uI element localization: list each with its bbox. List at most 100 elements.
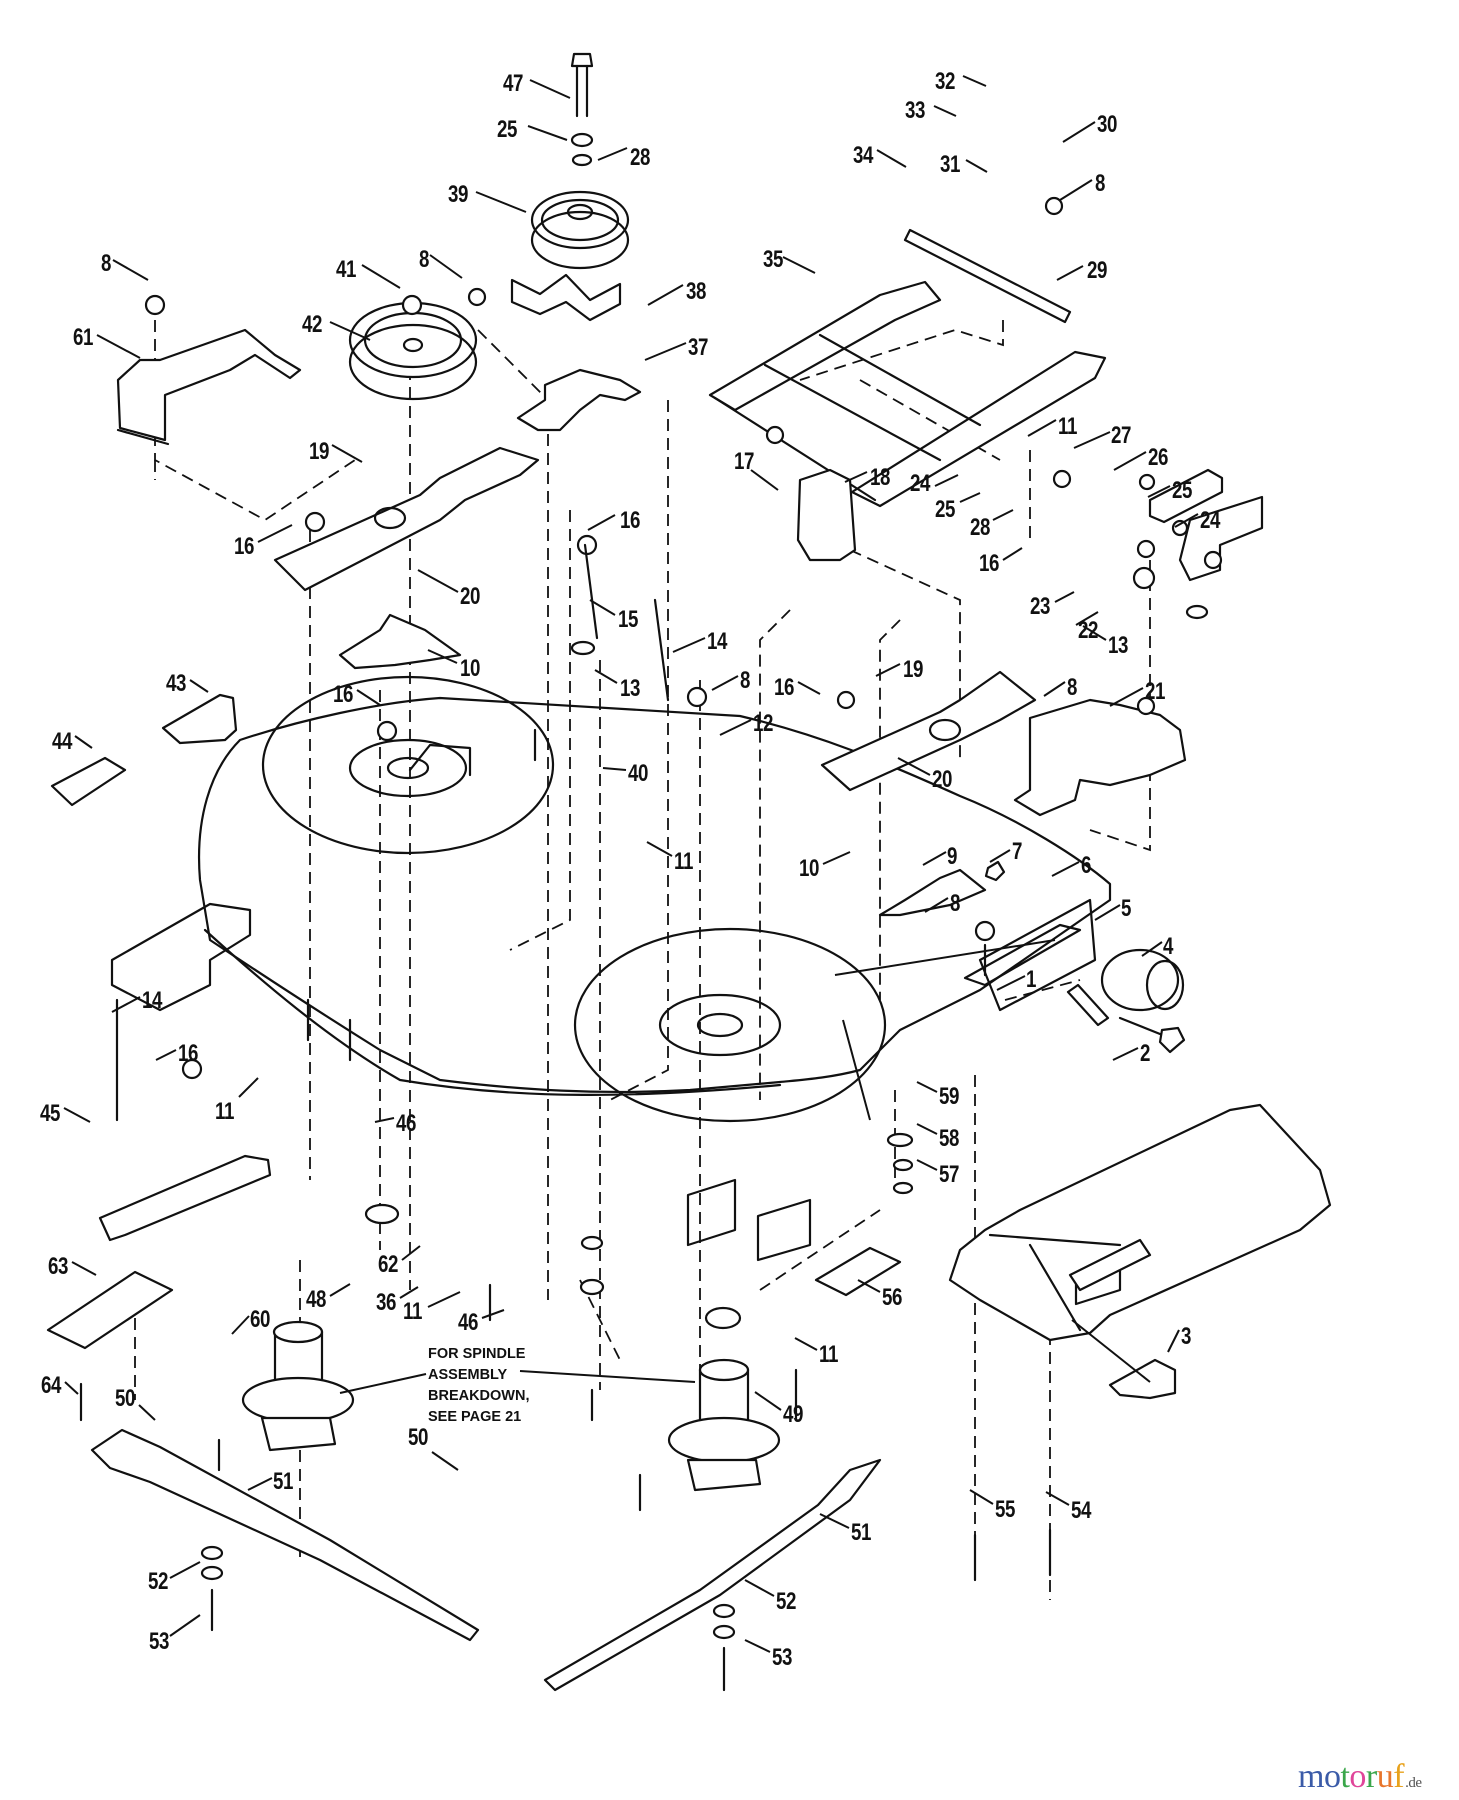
callout-40: 40 [628,760,649,787]
spindle-60 [241,1320,355,1452]
callout-36: 36 [376,1289,397,1316]
callout-8: 8 [950,890,961,917]
decal-43 [161,693,238,745]
discharge-chute-2 [948,1103,1332,1342]
callout-59: 59 [939,1083,960,1110]
watermark-letter: m [1298,1758,1324,1795]
callout-58: 58 [939,1125,960,1152]
anti-scalp-10-left [338,613,462,670]
link-27 [1148,468,1224,524]
watermark-logo: motoruf.de [1298,1758,1422,1795]
callout-14: 14 [707,628,728,655]
callout-31: 31 [940,151,961,178]
callout-62: 62 [378,1251,399,1278]
leader-lines [63,75,1199,1653]
deck-housing [110,675,1112,1262]
callout-43: 43 [166,670,187,697]
bolt-4 [1118,1016,1186,1054]
spindle-49 [667,1358,781,1492]
bracket-21 [1013,698,1187,817]
callout-20: 20 [932,766,953,793]
callout-19: 19 [309,438,330,465]
callout-49: 49 [783,1401,804,1428]
callout-34: 34 [853,142,874,169]
callout-2: 2 [1140,1040,1151,1067]
lift-frame-35 [708,280,1107,508]
roller-6 [1100,948,1185,1012]
deck-pulley-42 [348,301,478,401]
callout-28: 28 [630,144,651,171]
watermark-letter: r [1365,1758,1377,1795]
callout-44: 44 [52,728,73,755]
callout-25: 25 [935,496,956,523]
bracket-37 [516,368,642,432]
callout-37: 37 [688,334,709,361]
callout-32: 32 [935,68,956,95]
callout-16: 16 [178,1040,199,1067]
watermark-letter: u [1376,1758,1394,1795]
callout-23: 23 [1030,593,1051,620]
hardware [79,196,1223,1692]
anti-scalp-10-right [878,868,987,917]
blade-51-left [90,1428,480,1642]
watermark-letter: f [1393,1758,1405,1795]
callout-53: 53 [772,1644,793,1671]
note-line: FOR SPINDLE [428,1346,526,1362]
watermark-letter: o [1323,1758,1341,1795]
watermark-letter: o [1349,1758,1366,1795]
nut-7 [984,860,1006,882]
callout-48: 48 [306,1286,327,1313]
baffle-20-right [820,670,1037,792]
callout-20: 20 [460,583,481,610]
callout-64: 64 [41,1372,62,1399]
rod-29 [903,228,1072,324]
blade-51-right [543,1458,882,1692]
callout-13: 13 [1108,632,1129,659]
roller-spacer-5 [1066,983,1110,1027]
callout-55: 55 [995,1496,1016,1523]
watermark-wordmark: motoruf [1298,1758,1405,1795]
callout-16: 16 [333,681,354,708]
callout-54: 54 [1071,1497,1092,1524]
callout-14: 14 [142,987,163,1014]
decal-56 [814,1246,902,1297]
callout-42: 42 [302,311,323,338]
callout-12: 12 [753,710,774,737]
callout-29: 29 [1087,257,1108,284]
callout-53: 53 [149,1628,170,1655]
callout-16: 16 [620,507,641,534]
callout-8: 8 [101,250,112,277]
callout-4: 4 [1163,933,1174,960]
idler-pulley-39 [530,190,630,270]
callout-47: 47 [503,70,524,97]
spindle-breakdown-note: FOR SPINDLE ASSEMBLY BREAKDOWN, SEE PAGE… [428,1344,530,1428]
callout-28: 28 [970,514,991,541]
watermark-tld: .de [1405,1775,1422,1791]
callout-22: 22 [1078,617,1099,644]
callout-8: 8 [419,246,430,273]
callout-16: 16 [979,550,1000,577]
callout-38: 38 [686,278,707,305]
bolt-47 [570,52,594,167]
callout-24: 24 [1200,507,1221,534]
callout-30: 30 [1097,111,1118,138]
note-line: SEE PAGE 21 [428,1409,522,1425]
note-line: BREAKDOWN, [428,1388,530,1404]
callout-8: 8 [1095,170,1106,197]
callout-1: 1 [1026,966,1037,993]
callout-60: 60 [250,1306,271,1333]
callout-46: 46 [458,1309,479,1336]
callout-10: 10 [799,855,820,882]
callout-33: 33 [905,97,926,124]
callout-11: 11 [819,1341,839,1368]
callout-63: 63 [48,1253,69,1280]
callout-16: 16 [774,674,795,701]
callout-39: 39 [448,181,469,208]
callout-46: 46 [396,1110,417,1137]
callout-56: 56 [882,1284,903,1311]
decal-3 [1108,1358,1177,1400]
callout-11: 11 [215,1098,235,1125]
callout-17: 17 [734,448,755,475]
note-line: ASSEMBLY [428,1367,508,1383]
